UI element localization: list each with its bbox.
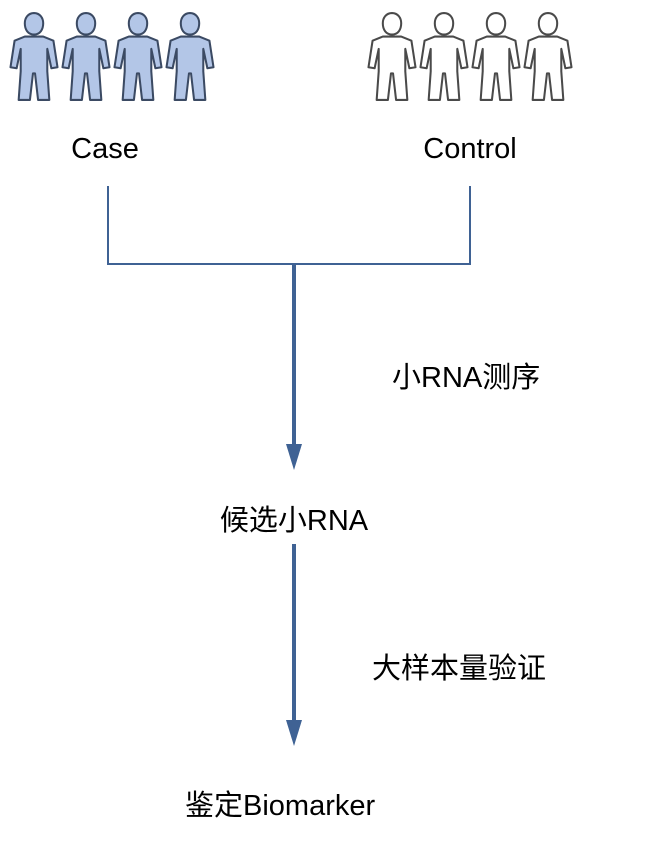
- person-icon: [61, 12, 111, 101]
- group-merge-bracket: [107, 186, 471, 265]
- person-icon: [419, 12, 469, 101]
- case-label: Case: [71, 133, 139, 165]
- person-icon: [523, 12, 573, 101]
- person-icon: [165, 12, 215, 101]
- step-candidates-label: 候选小RNA: [220, 504, 369, 537]
- control-label: Control: [423, 133, 517, 165]
- person-icon: [471, 12, 521, 101]
- person-icon: [9, 12, 59, 101]
- arrow-2-head: [286, 720, 302, 746]
- step-identification-label: 鉴定Biomarker: [185, 789, 375, 822]
- step-sequencing-label: 小RNA测序: [392, 361, 540, 394]
- person-icon: [113, 12, 163, 101]
- case-people-group: [9, 12, 215, 101]
- person-icon: [367, 12, 417, 101]
- step-validation-label: 大样本量验证: [372, 652, 546, 685]
- control-people-group: [367, 12, 573, 101]
- arrow-1-head: [286, 444, 302, 470]
